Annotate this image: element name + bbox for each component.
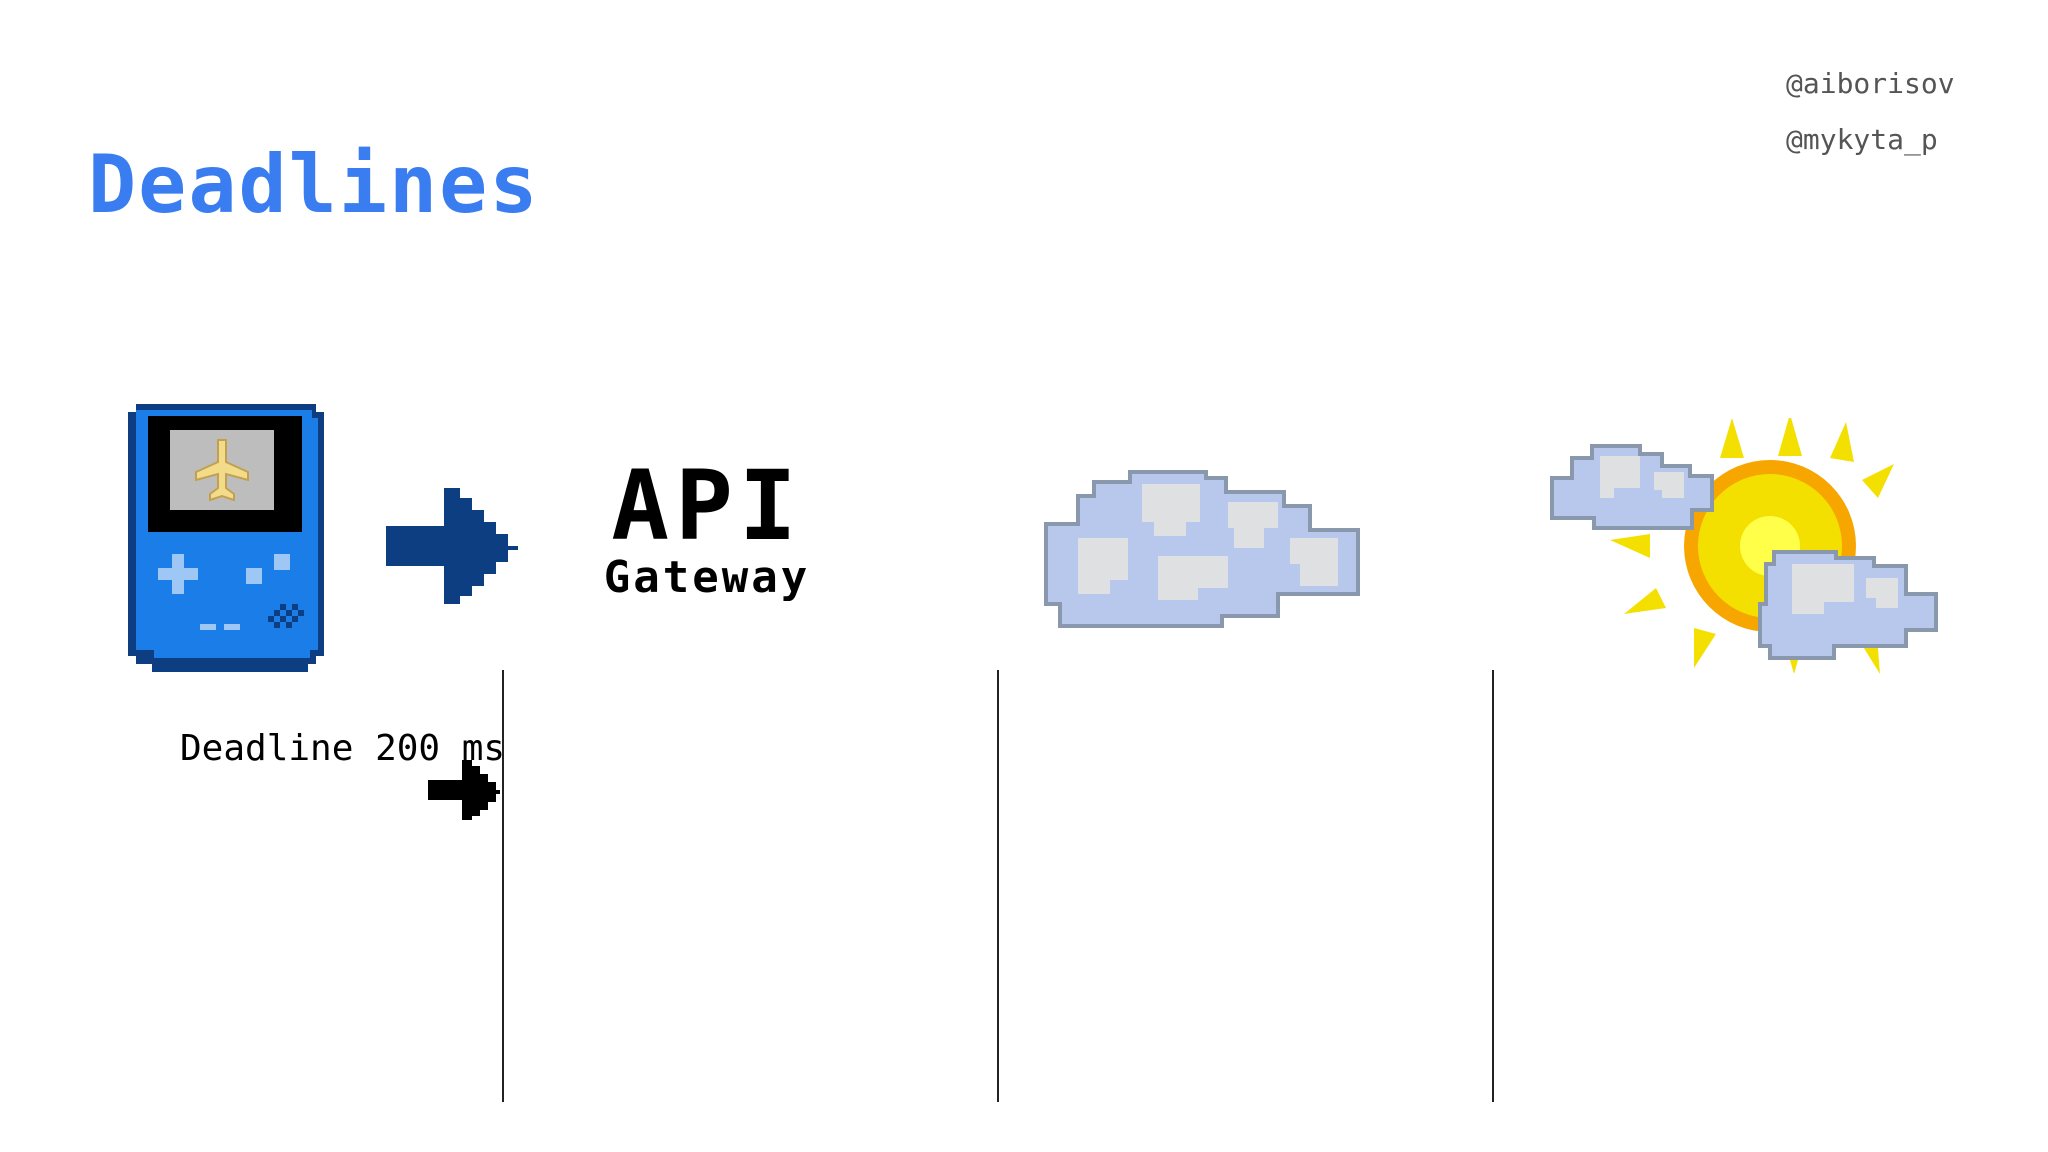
api-gateway-sublabel: Gateway [603,552,811,603]
timeline-line-cloud [997,670,999,1102]
deadline-arrow-icon [428,760,500,820]
timeline-line-api-gateway [502,670,504,1102]
handle-aiborisov: @aiborisov [1786,67,1955,100]
deadline-label: Deadline 200 ms [180,728,506,769]
api-gateway-label: API [611,450,803,562]
game-console-icon [128,404,324,672]
handle-mykyta: @mykyta_p [1786,123,1938,156]
api-gateway-node: API Gateway [572,458,842,602]
author-handles: @aiborisov @mykyta_p [1786,56,1955,168]
arrow-right-icon [386,488,518,604]
timeline-line-weather [1492,670,1494,1102]
cloud-icon [1044,470,1360,628]
sun-with-clouds-icon [1550,418,1938,674]
slide-title: Deadlines [88,138,540,231]
